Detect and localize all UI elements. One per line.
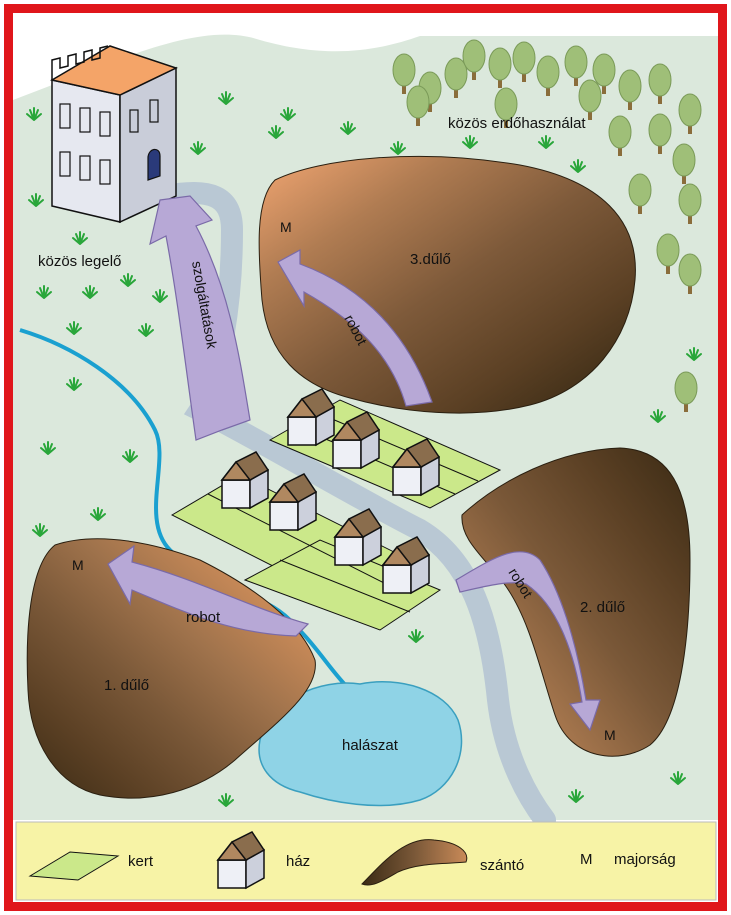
legend-manor-symbol: M	[580, 851, 593, 868]
legend-box	[15, 821, 717, 901]
legend-field-label: szántó	[480, 857, 524, 874]
manor-label-3: M	[280, 219, 292, 235]
robot-arrow-2	[455, 551, 601, 732]
legend-garden-label: kert	[128, 853, 154, 870]
legend-garden-swatch	[28, 851, 120, 881]
lake	[258, 681, 463, 807]
road	[154, 182, 556, 831]
label-field-2: 2. dűlő	[580, 599, 625, 616]
legend-house-label: ház	[286, 853, 310, 870]
field-2	[461, 447, 691, 757]
legend: kert ház szántó M majorság	[15, 821, 717, 901]
field-3	[258, 155, 636, 414]
castle-tower	[49, 45, 178, 224]
label-common-forest: közös erdőhasználat	[448, 115, 586, 132]
legend-field-swatch	[361, 839, 468, 886]
robot-arrow-1	[107, 544, 310, 637]
manor-label-2: M	[604, 727, 616, 743]
label-robot-1: robot	[186, 609, 221, 626]
label-field-3: 3.dűlő	[410, 251, 451, 268]
label-fishing: halászat	[342, 737, 399, 754]
services-arrow	[149, 195, 251, 441]
label-field-1: 1. dűlő	[104, 677, 149, 694]
robot-arrow-3	[277, 248, 433, 407]
castle-door	[147, 148, 161, 181]
label-common-pasture: közös legelő	[38, 253, 121, 270]
river	[19, 328, 352, 692]
manor-label-1: M	[72, 557, 84, 573]
legend-manor-label: majorság	[614, 851, 676, 868]
